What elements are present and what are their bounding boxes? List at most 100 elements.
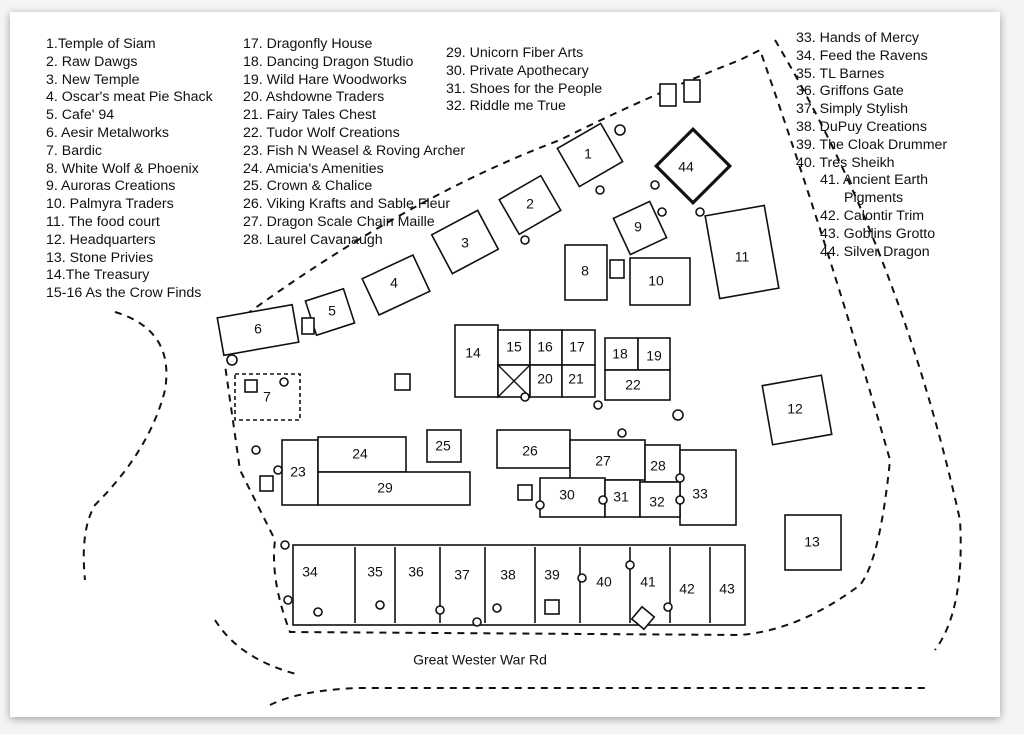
legend-item: 27. Dragon Scale Chain Maille [243, 213, 435, 230]
legend-item: 32. Riddle me True [446, 98, 566, 115]
lot-2[interactable]: 2 [498, 174, 562, 236]
road-bottom [269, 687, 930, 706]
lot-8[interactable]: 8 [564, 244, 608, 301]
legend-item: 6. Aesir Metalworks [46, 124, 169, 141]
lot-25[interactable]: 25 [426, 429, 462, 463]
legend-item: 28. Laurel Cavanaugh [243, 231, 383, 248]
legend-item: 1.Temple of Siam [46, 36, 156, 52]
lot-3[interactable]: 3 [430, 209, 500, 275]
legend-item: 7. Bardic [46, 142, 102, 159]
lot-18[interactable]: 18 [604, 337, 639, 371]
legend-item: 2. Raw Dawgs [46, 53, 138, 70]
legend-item: 24. Amicia's Amenities [243, 160, 384, 177]
lot-36[interactable]: 36 [408, 564, 424, 580]
legend-item: 18. Dancing Dragon Studio [243, 53, 414, 70]
lot-9[interactable]: 9 [612, 200, 668, 256]
lot-7[interactable]: 7 [234, 373, 301, 421]
legend-item: 3. New Temple [46, 71, 140, 88]
lot-43[interactable]: 43 [719, 581, 735, 597]
road-label: Great Wester War Rd [413, 652, 547, 668]
legend-item: 26. Viking Krafts and Sable Fleur [243, 196, 451, 213]
privy-icon [517, 484, 533, 501]
svg-text:5: 5 [328, 303, 336, 319]
lot-33[interactable]: 33 [679, 449, 737, 526]
lot-41[interactable]: 41 [640, 574, 656, 590]
svg-text:28: 28 [650, 458, 666, 474]
legend-item: 4. Oscar's meat Pie Shack [46, 89, 213, 106]
svg-text:16: 16 [537, 339, 553, 355]
legend-item: 17. Dragonfly House [243, 36, 373, 52]
svg-text:20: 20 [537, 371, 553, 387]
lot-23[interactable]: 23 [281, 439, 319, 506]
lot-27[interactable]: 27 [569, 439, 646, 481]
lot-13[interactable]: 13 [784, 514, 842, 571]
legend-item: 44. Silver Dragon [820, 243, 930, 260]
legend-item: 11. The food court [46, 213, 160, 230]
lot-42[interactable]: 42 [679, 581, 695, 597]
legend-item: 14.The Treasury [46, 267, 150, 284]
legend-item: 8. White Wolf & Phoenix [46, 160, 199, 177]
lot-24[interactable]: 24 [317, 436, 407, 473]
svg-text:17: 17 [569, 339, 585, 355]
lot-12[interactable]: 12 [761, 374, 833, 446]
lot-30[interactable]: 30 [539, 477, 606, 518]
privy-icon [609, 259, 625, 279]
lot-26[interactable]: 26 [496, 429, 571, 469]
lot-29[interactable]: 29 [317, 471, 471, 506]
lot-31[interactable]: 31 [604, 479, 641, 518]
legend-item: 33. Hands of Mercy [796, 30, 920, 46]
svg-text:8: 8 [581, 263, 589, 279]
lot-15[interactable]: 15 [497, 329, 531, 366]
legend-item: 5. Cafe' 94 [46, 107, 115, 124]
lot-16[interactable]: 16 [529, 329, 563, 366]
svg-text:31: 31 [613, 489, 629, 505]
legend-item: 42. Calontir Trim [820, 207, 925, 224]
lot-17[interactable]: 17 [561, 329, 596, 366]
lot-14[interactable]: 14 [454, 324, 499, 398]
lot-32[interactable]: 32 [639, 481, 681, 518]
lot-28[interactable]: 28 [644, 444, 681, 483]
legend-item: 40. Tres Sheikh [796, 154, 895, 171]
privy-icon [630, 605, 656, 631]
lot-1[interactable]: 1 [556, 122, 624, 188]
privy-icon [301, 317, 315, 335]
legend-item: 34. Feed the Ravens [796, 47, 928, 64]
privy-icon [544, 599, 560, 615]
lot-20[interactable]: 20 [529, 364, 563, 398]
lot-37[interactable]: 37 [454, 567, 470, 583]
svg-text:6: 6 [254, 321, 262, 337]
lot-35[interactable]: 35 [367, 564, 383, 580]
legend-column-4: 33. Hands of Mercy 34. Feed the Ravens 3… [796, 30, 947, 261]
legend-column-2: 17. Dragonfly House 18. Dancing Dragon S… [243, 36, 465, 250]
lot-11[interactable]: 11 [704, 204, 780, 300]
lot-10[interactable]: 10 [629, 257, 691, 306]
lot-4[interactable]: 4 [361, 253, 431, 317]
road-right [774, 39, 962, 651]
lot-22[interactable]: 22 [604, 369, 671, 401]
lot-34[interactable]: 34 [302, 564, 318, 580]
legend-item: 36. Griffons Gate [796, 83, 904, 100]
legend-item: 15-16 As the Crow Finds [46, 285, 202, 302]
svg-text:24: 24 [352, 446, 368, 462]
lot-44[interactable]: 44 [653, 126, 733, 206]
svg-text:2: 2 [526, 196, 534, 212]
privy-icon [394, 373, 411, 391]
legend-item: 38. DuPuy Creations [796, 118, 927, 135]
svg-text:7: 7 [263, 389, 271, 405]
svg-text:22: 22 [625, 377, 641, 393]
markers [226, 124, 705, 627]
site-boundary [224, 48, 892, 637]
lot-39[interactable]: 39 [544, 567, 560, 583]
svg-text:19: 19 [646, 348, 662, 364]
lot-21[interactable]: 21 [561, 364, 596, 398]
lot-38[interactable]: 38 [500, 567, 516, 583]
lot-6[interactable]: 6 [216, 303, 300, 357]
svg-text:44: 44 [678, 159, 694, 175]
lot-40[interactable]: 40 [596, 574, 612, 590]
legend-item: 9. Auroras Creations [46, 178, 176, 195]
privy-icon [659, 83, 677, 107]
svg-text:14: 14 [465, 345, 481, 361]
lot-19[interactable]: 19 [637, 337, 671, 371]
legend-item: 37. Simply Stylish [796, 101, 908, 118]
